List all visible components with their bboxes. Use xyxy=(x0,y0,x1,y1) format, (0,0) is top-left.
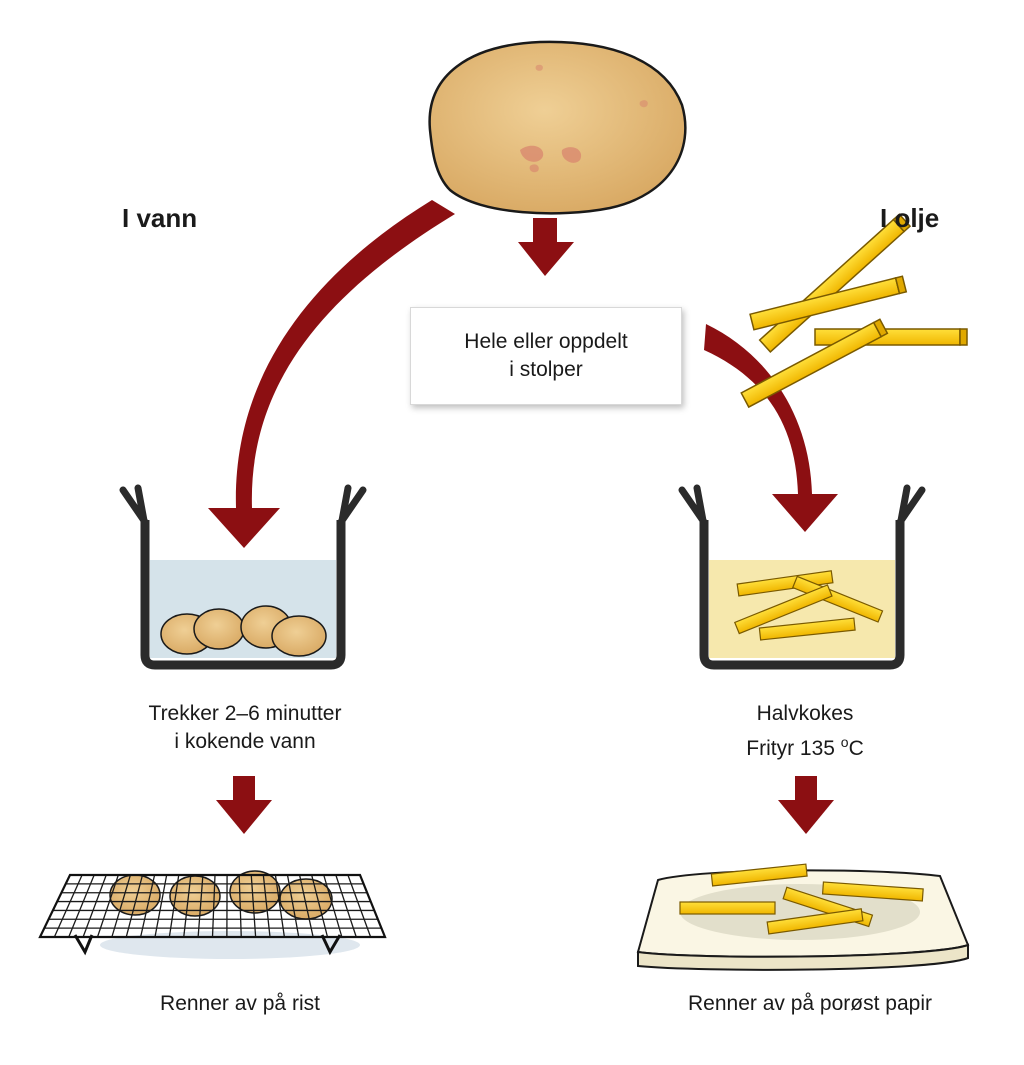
rack-wire xyxy=(286,874,300,938)
water-step-line2: i kokende vann xyxy=(174,730,316,753)
raw-potato-icon xyxy=(428,40,687,215)
paper-result-caption: Renner av på porøst papir xyxy=(688,992,932,1015)
oil-pot-icon xyxy=(678,484,926,670)
rack-wire xyxy=(183,874,192,938)
boiling-potatoes-icon xyxy=(160,605,327,657)
rack-wire xyxy=(111,874,132,938)
rack-wire xyxy=(96,874,119,938)
drying-rack-icon xyxy=(38,870,387,959)
rack-wire xyxy=(211,874,216,938)
rack-wire xyxy=(335,874,357,938)
rack-wire xyxy=(262,874,271,938)
water-step-line1: Trekker 2–6 minutter xyxy=(148,702,342,725)
oil-step-line1: Halvkokes xyxy=(756,702,854,725)
arrow-to-oil-icon xyxy=(704,324,838,532)
oil-heading: I olje xyxy=(880,203,940,233)
rack-wire xyxy=(68,874,95,938)
rack-wire xyxy=(125,874,144,938)
arrow-down-right-icon xyxy=(778,776,834,834)
arrow-down-center-icon xyxy=(518,218,574,276)
rack-wire xyxy=(274,874,286,938)
oil-step-line2: Frityr 135 oC xyxy=(660,728,950,763)
arrow-down-left-icon xyxy=(216,776,272,834)
rack-wire xyxy=(168,874,180,938)
water-heading: I vann xyxy=(122,203,198,233)
water-pot-icon xyxy=(119,484,367,670)
degree-sign: o xyxy=(840,734,849,750)
rack-wire xyxy=(250,874,257,938)
frying-fries-icon xyxy=(733,570,884,641)
paper-towel-icon xyxy=(636,863,970,971)
oil-temp-text: Frityr 135 xyxy=(746,737,841,760)
rack-wire xyxy=(298,874,314,938)
draining-potatoes-icon xyxy=(109,870,333,920)
cut-step-box: Hele eller oppdelt i stolper xyxy=(410,307,682,405)
water-step-caption: Trekker 2–6 minutter i kokende vann xyxy=(90,700,400,756)
rack-wire xyxy=(154,874,168,938)
rack-wire xyxy=(139,874,156,938)
rack-wire xyxy=(323,874,343,938)
french-fries-icon xyxy=(740,213,968,409)
oil-temp-unit: C xyxy=(848,737,864,760)
rack-wire xyxy=(82,874,107,938)
rack-wire xyxy=(238,874,242,938)
oil-step-caption: Halvkokes Frityr 135 oC xyxy=(660,700,950,763)
rack-wire xyxy=(311,874,329,938)
rack-wire xyxy=(347,874,372,938)
rack-result-caption: Renner av på rist xyxy=(160,992,320,1015)
rack-wire xyxy=(53,874,83,938)
cut-step-line1: Hele eller oppdelt xyxy=(464,330,628,353)
rack-wire xyxy=(197,874,204,938)
cut-step-line2: i stolper xyxy=(509,358,583,381)
arrow-to-water-icon xyxy=(208,200,455,548)
